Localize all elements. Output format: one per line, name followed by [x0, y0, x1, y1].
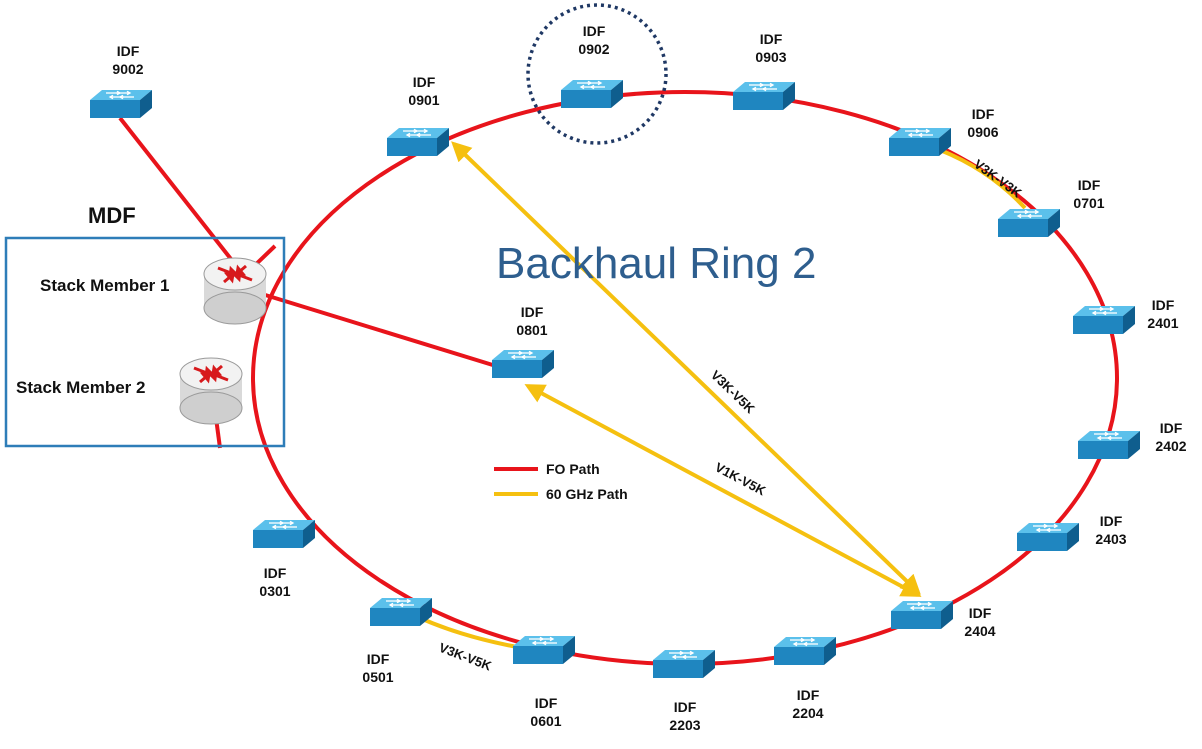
switch-label-line1: IDF — [1078, 177, 1101, 193]
switch-label-line2: 2402 — [1155, 438, 1186, 454]
switch-icon — [89, 89, 153, 119]
switch-icon — [1072, 305, 1136, 335]
switch-icon — [888, 127, 952, 157]
switch-label-line1: IDF — [521, 304, 544, 320]
switch-idf-0901[interactable]: IDF 0901 — [386, 74, 450, 157]
switch-label-line2: 0903 — [755, 49, 786, 65]
switch-icon — [997, 208, 1061, 238]
switch-label-line2: 0501 — [362, 669, 393, 685]
switch-idf-2401[interactable]: IDF 2401 — [1072, 297, 1179, 335]
switch-idf-0701[interactable]: IDF 0701 — [997, 177, 1105, 238]
ghz-link-0801-2404 — [524, 384, 922, 597]
fo-link-stack1-0801 — [261, 292, 497, 368]
switch-label-line2: 0906 — [967, 124, 998, 140]
link-label-v3k-v5k-diag: V3K-V5K — [708, 367, 758, 416]
switch-icon — [1077, 430, 1141, 460]
switch-idf-2403[interactable]: IDF 2403 — [1016, 513, 1127, 552]
link-label-v3k-v5k-bottom: V3K-V5K — [437, 640, 494, 674]
stack-member-2-router[interactable] — [179, 357, 243, 425]
switch-label-line1: IDF — [583, 23, 606, 39]
router-arrows-icon — [193, 364, 229, 384]
switch-label-line2: 2404 — [964, 623, 995, 639]
ghz-segment-0906-0701 — [939, 148, 1027, 210]
mdf-box — [4, 236, 286, 448]
switch-idf-0301[interactable]: IDF 0301 — [252, 519, 316, 599]
switch-icon — [890, 600, 954, 630]
switch-label-line1: IDF — [413, 74, 436, 90]
switch-idf-0902[interactable]: IDF 0902 — [560, 23, 624, 109]
link-label-v1k-v5k: V1K-V5K — [713, 459, 769, 498]
stack-member-1-label: Stack Member 1 — [40, 276, 169, 295]
switch-icon — [560, 79, 624, 109]
mdf-label: MDF — [88, 203, 136, 228]
switch-label-line1: IDF — [760, 31, 783, 47]
fo-link-9002-stack1 — [118, 116, 240, 270]
switch-label-line1: IDF — [1152, 297, 1175, 313]
switch-idf-0801[interactable]: IDF 0801 — [491, 304, 555, 379]
switch-icon — [252, 519, 316, 549]
legend-fo-label: FO Path — [546, 461, 600, 477]
switch-label-line2: 0301 — [259, 583, 290, 599]
switch-icon — [369, 597, 433, 627]
link-label-v3k-v3k: V3K-V3K — [971, 156, 1025, 201]
switch-label-line2: 0901 — [408, 92, 439, 108]
switch-label-line2: 9002 — [112, 61, 143, 77]
switch-label-line1: IDF — [264, 565, 287, 581]
highlight-circle-0902 — [526, 3, 668, 145]
switch-label-line2: 0902 — [578, 41, 609, 57]
switch-icon — [386, 127, 450, 157]
switch-icon — [491, 349, 555, 379]
switch-label-line1: IDF — [674, 699, 697, 715]
switch-label-line2: 0601 — [530, 713, 561, 729]
stack-member-1-router[interactable] — [203, 257, 267, 325]
switch-icon — [512, 635, 576, 665]
switch-icon — [652, 649, 716, 679]
switch-label-line1: IDF — [117, 43, 140, 59]
switch-label-line2: 2403 — [1095, 531, 1126, 547]
switch-idf-2203[interactable]: IDF 2203 — [652, 649, 716, 733]
ring-title: Backhaul Ring 2 — [496, 239, 816, 288]
switch-icon — [732, 81, 796, 111]
switch-idf-2404[interactable]: IDF 2404 — [890, 600, 996, 639]
switch-label-line2: 2204 — [792, 705, 823, 721]
switch-idf-2204[interactable]: IDF 2204 — [773, 636, 837, 721]
switch-idf-0906[interactable]: IDF 0906 — [888, 106, 999, 157]
switch-label-line1: IDF — [797, 687, 820, 703]
stack-member-2-label: Stack Member 2 — [16, 378, 145, 397]
switch-label-line1: IDF — [969, 605, 992, 621]
switch-idf-2402[interactable]: IDF 2402 — [1077, 420, 1187, 460]
switch-icon — [773, 636, 837, 666]
switch-label-line2: 0801 — [516, 322, 547, 338]
switch-idf-0501[interactable]: IDF 0501 — [362, 597, 433, 685]
switch-label-line2: 2401 — [1147, 315, 1178, 331]
legend-ghz-label: 60 GHz Path — [546, 486, 628, 502]
switch-label-line1: IDF — [1160, 420, 1183, 436]
switch-label-line1: IDF — [1100, 513, 1123, 529]
router-arrows-icon — [217, 264, 253, 284]
switch-label-line1: IDF — [972, 106, 995, 122]
switch-idf-9002[interactable]: IDF 9002 — [89, 43, 153, 119]
switch-label-line2: 2203 — [669, 717, 700, 733]
switch-icon — [1016, 522, 1080, 552]
switch-idf-0903[interactable]: IDF 0903 — [732, 31, 796, 111]
switch-idf-0601[interactable]: IDF 0601 — [512, 635, 576, 729]
switch-label-line1: IDF — [367, 651, 390, 667]
switch-label-line2: 0701 — [1073, 195, 1104, 211]
switch-label-line1: IDF — [535, 695, 558, 711]
